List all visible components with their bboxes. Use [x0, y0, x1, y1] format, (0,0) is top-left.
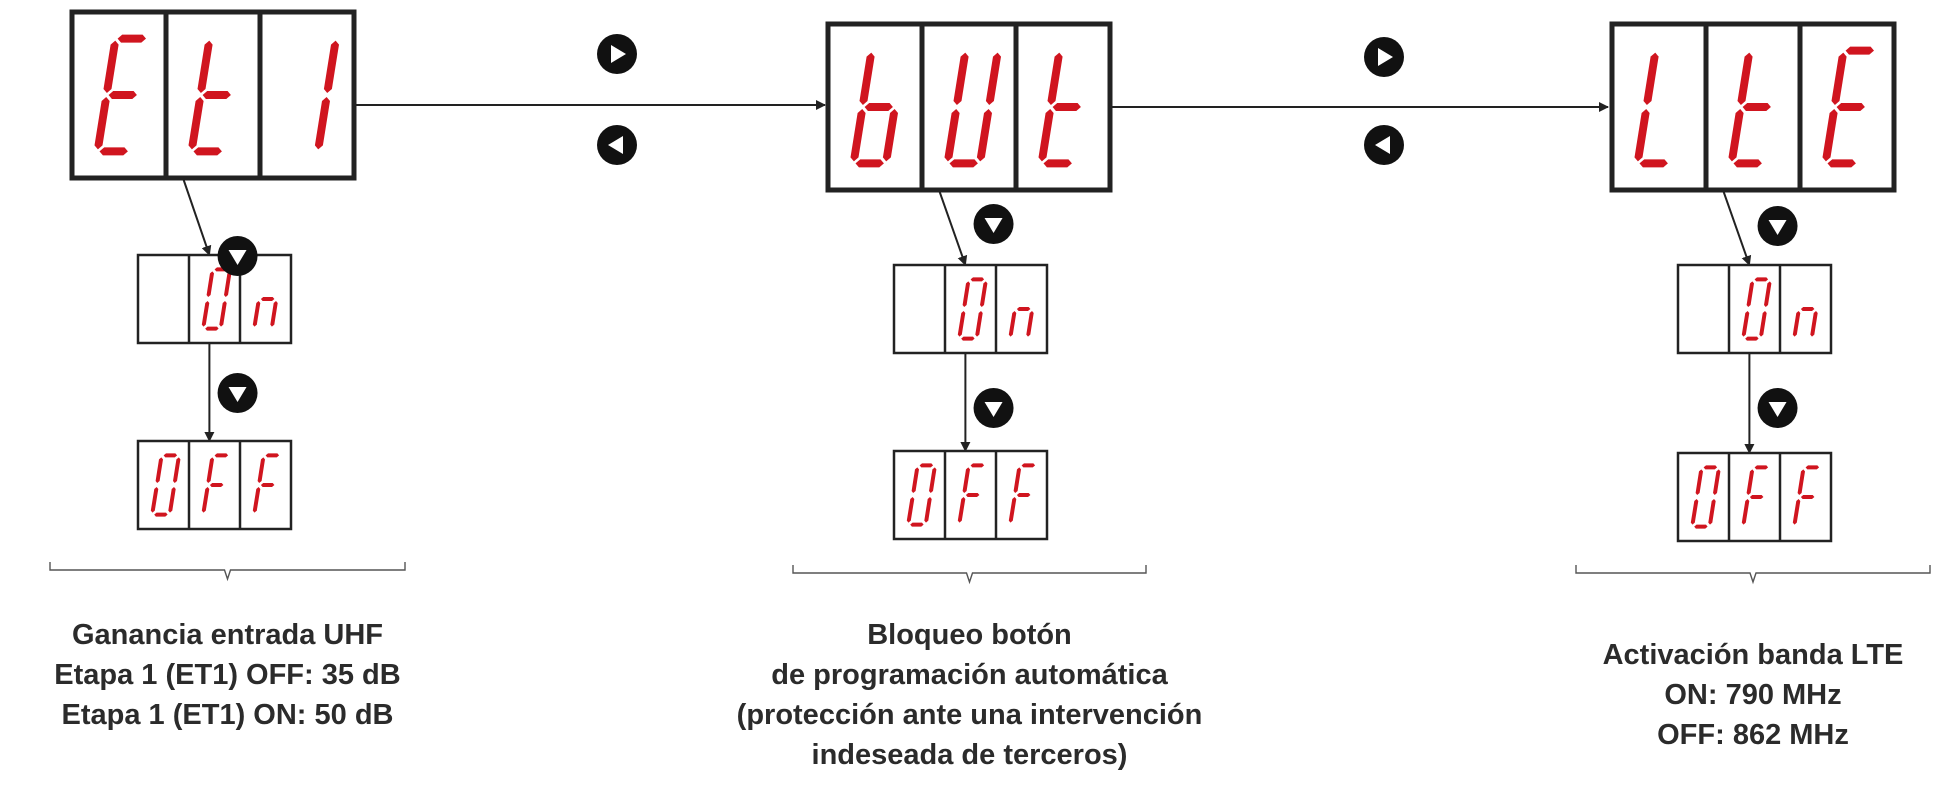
down-button-icon-lte-2[interactable] [1757, 388, 1798, 428]
option-off-display-but [892, 449, 1049, 541]
down-button-icon-but-2[interactable] [973, 388, 1014, 428]
option-on-display-et1 [136, 253, 293, 345]
digit-0 [906, 463, 937, 527]
caption-line: de programación automática [771, 659, 1168, 691]
caption-et1: Ganancia entrada UHF Etapa 1 (ET1) OFF: 3… [0, 615, 548, 735]
digit-0 [957, 277, 988, 341]
caption-line: indeseada de terceros) [811, 739, 1128, 771]
digit-t [188, 40, 231, 156]
option-on-display-lte [1676, 263, 1833, 355]
menu-display-lte [1609, 21, 1897, 193]
digit-F [201, 453, 229, 513]
digit-F [1741, 465, 1769, 525]
digit-F [957, 463, 985, 523]
digit-L [1634, 52, 1668, 168]
caption-line: ON: 790 MHz [1664, 679, 1842, 711]
digit-t [1038, 52, 1081, 168]
caption-line: Bloqueo botón [867, 619, 1072, 651]
digit-1 [314, 40, 339, 150]
option-on-display-but [892, 263, 1049, 355]
caption-brace-but [792, 565, 1147, 585]
prev-button-icon-2[interactable] [1364, 125, 1404, 165]
digit-0 [1741, 277, 1772, 341]
caption-brace-et1 [49, 562, 406, 582]
digit-U [944, 52, 1001, 168]
menu-display-et1 [69, 9, 357, 181]
digit-b [850, 52, 898, 168]
arrow-down-to-on-et1 [182, 177, 212, 256]
digit-0 [150, 453, 181, 517]
digit-F [1008, 463, 1036, 523]
option-off-display-et1 [136, 439, 293, 531]
caption-line: Etapa 1 (ET1) OFF: 35 dB [54, 659, 401, 691]
arrow-down-to-on-lte [1722, 189, 1752, 266]
caption-line: Ganancia entrada UHF [71, 619, 384, 651]
option-off-display-lte [1676, 451, 1833, 543]
caption-line: (protección ante una intervención [736, 699, 1203, 731]
down-button-icon-et1-2[interactable] [217, 373, 258, 413]
caption-but: Bloqueo botón de programación automática (… [650, 615, 1290, 775]
next-button-icon-1[interactable] [597, 34, 637, 74]
caption-line: OFF: 862 MHz [1657, 719, 1849, 751]
prev-button-icon-1[interactable] [597, 125, 637, 165]
caption-brace-lte [1575, 565, 1931, 585]
arrow-down-to-on-but [938, 189, 968, 266]
down-button-icon-but-1[interactable] [973, 204, 1014, 244]
digit-E [1822, 46, 1874, 168]
digit-F [1792, 465, 1820, 525]
digit-E [94, 34, 146, 156]
digit-t [1728, 52, 1771, 168]
down-button-icon-et1-1[interactable] [217, 236, 258, 276]
next-button-icon-2[interactable] [1364, 37, 1404, 77]
digit-n [1008, 307, 1034, 337]
digit-0 [1690, 465, 1721, 529]
caption-line: Etapa 1 (ET1) ON: 50 dB [61, 699, 394, 731]
caption-line: Activación banda LTE [1602, 639, 1904, 671]
menu-display-but [825, 21, 1113, 193]
digit-n [1792, 307, 1818, 337]
digit-n [252, 297, 278, 327]
down-button-icon-lte-1[interactable] [1757, 206, 1798, 246]
digit-F [252, 453, 280, 513]
